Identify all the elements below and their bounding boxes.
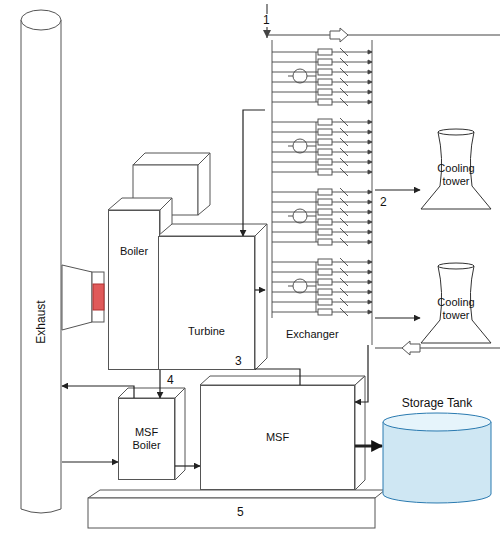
stack-label: Exhaust — [34, 301, 48, 344]
inlet-arrow — [263, 30, 271, 38]
tank-heading: Storage Tank — [382, 396, 492, 410]
flow-connector — [355, 345, 368, 402]
hollow-arrow — [330, 28, 348, 42]
tank-outline — [382, 396, 492, 504]
equipment-label: Turbine — [188, 325, 225, 338]
stack-outline — [20, 8, 62, 515]
flue-duct — [92, 272, 104, 322]
flow-connector — [375, 189, 420, 190]
equipment-label: Boiler — [120, 245, 148, 258]
flow-connector — [243, 110, 265, 236]
equipment-box: MSF — [200, 385, 355, 490]
tower-label: Cooling tower — [430, 162, 482, 188]
heat-recovery-band — [93, 284, 104, 310]
flow-connector — [175, 465, 200, 466]
equipment-box: Turbine — [158, 236, 255, 370]
turbine-3d — [158, 224, 267, 370]
callout-number: 1 — [262, 14, 271, 27]
callout-number: 2 — [379, 196, 388, 209]
heat-exchanger: Exchanger — [265, 40, 375, 345]
callout-number: 4 — [166, 374, 175, 387]
cooling-tower: Cooling tower — [420, 262, 492, 344]
equipment-label: MSF Boiler — [123, 426, 170, 452]
equipment-label: MSF — [266, 431, 289, 444]
callout-number: 5 — [236, 506, 245, 519]
equipment-box: MSF Boiler — [118, 398, 175, 480]
flow-connector — [355, 445, 382, 448]
msf-3d — [88, 376, 385, 528]
exchanger-grid — [272, 40, 372, 345]
storage-tank: Storage Tank — [382, 396, 492, 504]
tower-label: Cooling tower — [430, 296, 482, 322]
flue-duct — [62, 265, 92, 330]
flow-connector — [375, 317, 420, 318]
cooling-tower: Cooling tower — [420, 128, 492, 210]
callout-number: 3 — [234, 355, 243, 368]
equipment-box: Boiler — [108, 210, 160, 370]
exchanger-label: Exchanger — [283, 328, 342, 341]
hollow-arrow — [402, 341, 420, 355]
flow-connector — [255, 289, 265, 290]
exhaust-stack: Exhaust — [20, 8, 62, 515]
flow-connector — [62, 386, 134, 398]
flow-connector — [62, 461, 118, 462]
